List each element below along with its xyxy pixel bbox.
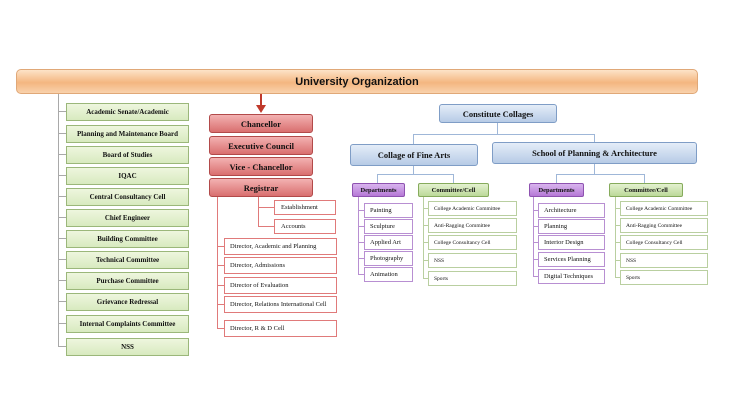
committee-box: IQAC xyxy=(66,167,189,185)
department-item: Digital Techniques xyxy=(538,269,605,284)
committee-box: Grievance Redressal xyxy=(66,293,189,311)
department-item: Animation xyxy=(364,267,413,282)
department-item: Photography xyxy=(364,251,413,266)
committee-box: Academic Senate/Academic xyxy=(66,103,189,121)
committee-item: Anti-Ragging Committee xyxy=(620,218,708,233)
department-item: Painting xyxy=(364,203,413,218)
planning-architecture-box: School of Planning & Architecture xyxy=(492,142,697,164)
registrar-box: Registrar xyxy=(209,178,313,197)
director-box: Director, Admissions xyxy=(224,257,337,274)
committee-box: Internal Complaints Committee xyxy=(66,315,189,333)
committee-header: Committee/Cell xyxy=(609,183,683,197)
executive-council-box: Executive Council xyxy=(209,136,313,155)
committee-item: College Academic Committee xyxy=(428,201,517,216)
committee-item: College Consultancy Cell xyxy=(620,235,708,250)
department-item: Services Planning xyxy=(538,252,605,267)
committee-box: Planning and Maintenance Board xyxy=(66,125,189,143)
committee-item: NSS xyxy=(620,253,708,268)
committee-item: NSS xyxy=(428,253,517,268)
committee-item: College Consultancy Cell xyxy=(428,235,517,250)
committee-box: Board of Studies xyxy=(66,146,189,164)
committee-item: Sports xyxy=(620,270,708,285)
committee-item: Anti-Ragging Committee xyxy=(428,218,517,233)
fine-arts-box: Collage of Fine Arts xyxy=(350,144,478,166)
establishment-box: Establishment xyxy=(274,200,336,215)
down-arrow-icon xyxy=(256,94,266,113)
left-connector xyxy=(58,94,59,347)
committee-box: Central Consultancy Cell xyxy=(66,188,189,206)
committee-box: Purchase Committee xyxy=(66,272,189,290)
department-item: Architecture xyxy=(538,203,605,218)
accounts-box: Accounts xyxy=(274,219,336,234)
director-box: Director, Academic and Planning xyxy=(224,238,337,255)
director-box: Director of Evaluation xyxy=(224,277,337,294)
department-item: Applied Art xyxy=(364,235,413,250)
committee-box: NSS xyxy=(66,338,189,356)
director-box: Director, Relations International Cell xyxy=(224,296,337,313)
vice-chancellor-box: Vice - Chancellor xyxy=(209,157,313,176)
chancellor-box: Chancellor xyxy=(209,114,313,133)
committee-box: Building Committee xyxy=(66,230,189,248)
departments-header: Departments xyxy=(529,183,584,197)
committee-item: Sports xyxy=(428,271,517,286)
department-item: Planning xyxy=(538,219,605,234)
committee-item: College Academic Committee xyxy=(620,201,708,216)
committee-box: Chief Engineer xyxy=(66,209,189,227)
director-box: Director, R & D Cell xyxy=(224,320,337,337)
constitute-collages-box: Constitute Collages xyxy=(439,104,557,123)
page-title: University Organization xyxy=(16,69,698,94)
departments-header: Departments xyxy=(352,183,405,197)
committee-box: Technical Committee xyxy=(66,251,189,269)
department-item: Interior Design xyxy=(538,235,605,250)
committee-header: Committee/Cell xyxy=(418,183,489,197)
department-item: Sculpture xyxy=(364,219,413,234)
